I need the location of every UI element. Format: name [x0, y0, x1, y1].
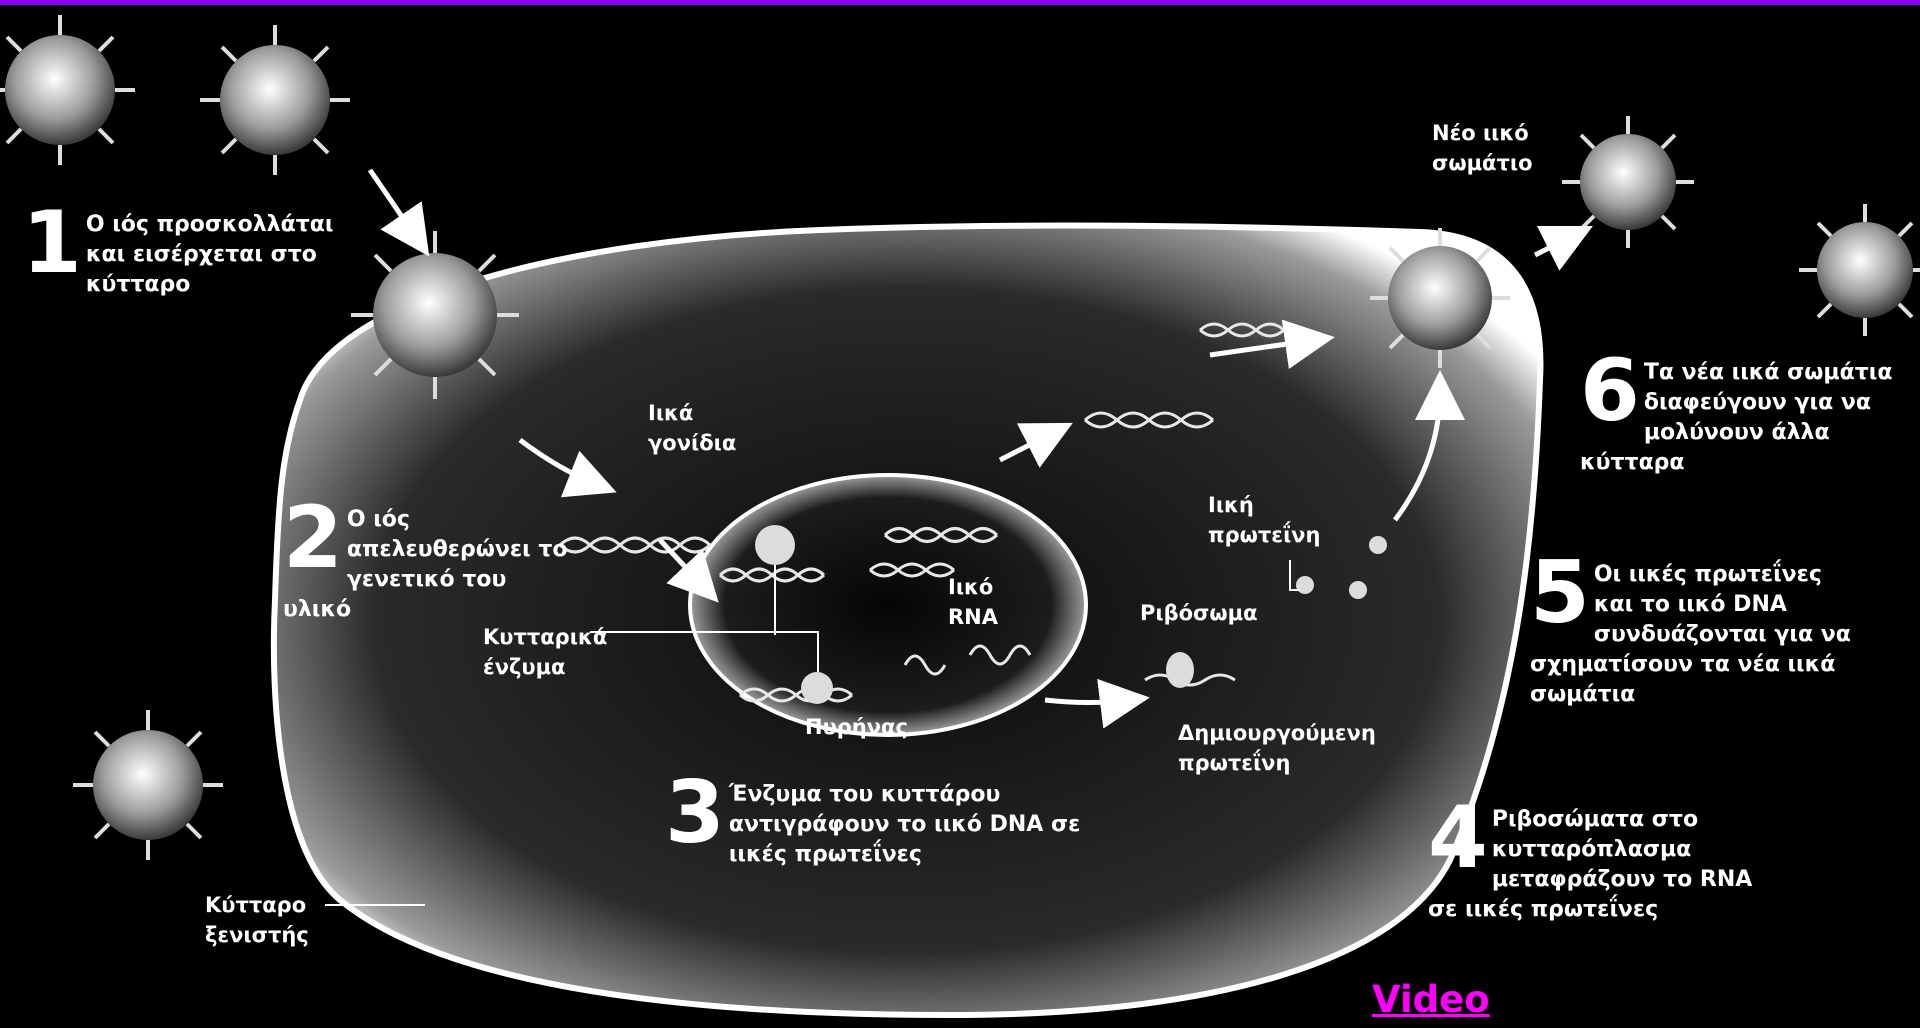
label-viral-rna: Ιικό RNA [948, 572, 1028, 632]
label-viral-protein: Ιική πρωτεΐνη [1208, 490, 1338, 550]
step-1-number: 1 [22, 210, 82, 276]
step-1-text: Ο ιός προσκολλάται και εισέρχεται στο κύ… [86, 212, 334, 297]
label-host-cell: Κύτταρο ξενιστής [205, 890, 325, 950]
label-nucleus: Πυρήνας [805, 712, 945, 742]
label-cell-enzymes: Κυτταρικά ένζυμα [483, 622, 613, 682]
step-6: 6 Τα νέα ιικά σωμάτια διαφεύγουν για να … [1580, 358, 1910, 478]
step-2-number: 2 [283, 505, 343, 571]
step-3-text: Ένζυμα του κυττάρου αντιγράφουν το ιικό … [729, 782, 1080, 867]
label-new-protein: Δημιουργούμενη πρωτεΐνη [1178, 718, 1398, 778]
step-3: 3 Ένζυμα του κυττάρου αντιγράφουν το ιικ… [665, 780, 1095, 870]
step-4: 4 Ριβοσώματα στο κυτταρόπλασμα μεταφράζο… [1428, 805, 1758, 925]
video-link[interactable]: Video [1372, 978, 1490, 1021]
label-ribosome: Ριβόσωμα [1140, 598, 1290, 628]
step-5-number: 5 [1530, 560, 1590, 626]
label-viral-genes: Ιικά γονίδια [648, 398, 748, 458]
step-6-number: 6 [1580, 358, 1640, 424]
step-5: 5 Οι ιικές πρωτεΐνες και το ιικό DNA συν… [1530, 560, 1855, 710]
step-4-number: 4 [1428, 805, 1488, 871]
step-2: 2 Ο ιός απελευθερώνει το γενετικό του υλ… [283, 505, 568, 625]
step-1: 1 Ο ιός προσκολλάται και εισέρχεται στο … [22, 210, 362, 300]
step-3-number: 3 [665, 780, 725, 846]
label-new-particle: Νέο ιικό σωμάτιο [1432, 118, 1552, 178]
